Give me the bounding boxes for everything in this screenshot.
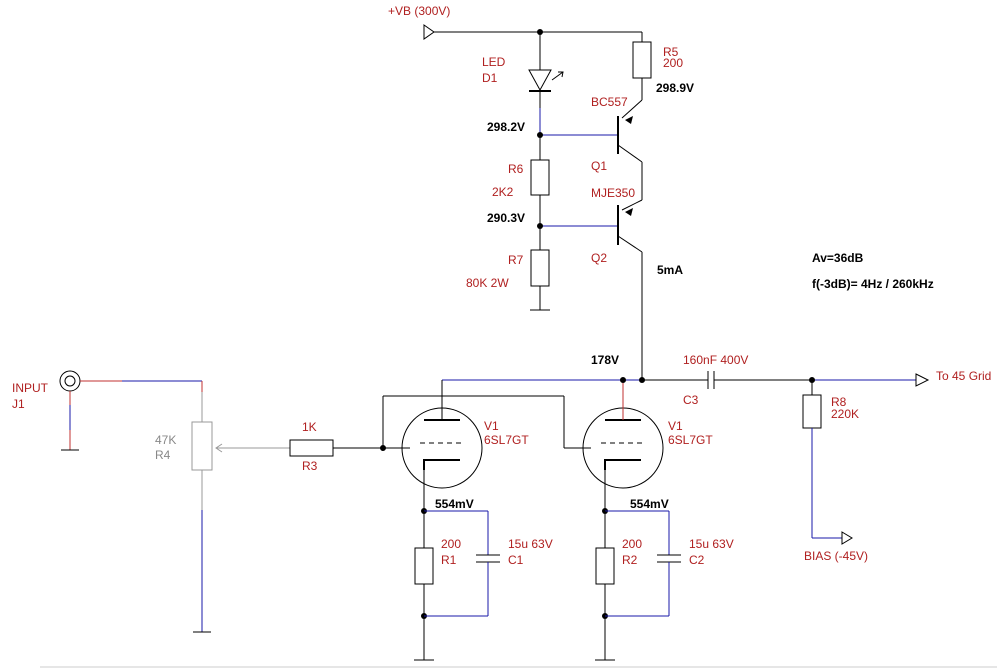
q1-ref-label: Q1: [591, 159, 607, 173]
r2-ref-label: R2: [622, 553, 638, 567]
led-voltage-label: 298.2V: [487, 120, 525, 134]
led-d1: LED D1: [482, 32, 564, 135]
q2-part-label: MJE350: [591, 186, 635, 200]
v1a-ref-label: V1: [484, 419, 499, 433]
transistor-q2: MJE350 Q2 5mA: [540, 186, 683, 380]
c1-ref-label: C1: [508, 553, 524, 567]
resistor-r3: 1K R3: [289, 420, 386, 473]
v1a-part-label: 6SL7GT: [484, 433, 529, 447]
r5-ref-label: R5: [663, 45, 679, 59]
input-label: INPUT: [12, 381, 49, 395]
supply-port-icon: [423, 24, 435, 40]
r1-value-label: 200: [441, 537, 461, 551]
bias-port-icon: [841, 531, 853, 545]
r2-value-label: 200: [622, 537, 642, 551]
resistor-r8: R8 220K BIAS (-45V): [802, 380, 868, 563]
resistor-r6: R6 2K2: [492, 135, 550, 229]
led-ref-label: D1: [482, 71, 498, 85]
supply-label: +VB (300V): [388, 4, 450, 18]
q2-ref-label: Q2: [591, 251, 607, 265]
bandwidth-spec: f(-3dB)= 4Hz / 260kHz: [812, 277, 934, 291]
transistor-q1: BC557 Q1: [537, 95, 643, 173]
r1-ref-label: R1: [441, 553, 457, 567]
c2-value-label: 15u 63V: [689, 537, 734, 551]
led-icon: [528, 69, 552, 92]
r8-value-label: 220K: [831, 407, 859, 421]
potentiometer-r4: 47K R4: [155, 381, 290, 633]
capacitor-c3: 160nF 400V C3 To 45 Grid: [642, 353, 991, 407]
r8-ref-label: R8: [831, 395, 847, 409]
r6-voltage-label: 290.3V: [487, 211, 525, 225]
q2-emitter-arrow-icon: [625, 208, 633, 216]
plate-node: 178V: [441, 353, 645, 420]
r3-ref-label: R3: [302, 459, 318, 473]
input-jack-j1: INPUT J1: [12, 370, 202, 451]
supply-rail: +VB (300V): [388, 4, 642, 40]
c1-value-label: 15u 63V: [508, 537, 553, 551]
ccs-current-label: 5mA: [657, 263, 683, 277]
v1b-ref-label: V1: [668, 419, 683, 433]
cathode-network-2: 554mV 200 R2 15u 63V C2: [595, 470, 734, 661]
cathode2-voltage-label: 554mV: [630, 497, 669, 511]
r7-value-label: 80K 2W: [466, 276, 509, 290]
triode-v1a: V1 6SL7GT: [382, 395, 564, 489]
cathode-network-1: 554mV 200 R1 15u 63V C1: [414, 470, 553, 661]
c2-ref-label: C2: [689, 553, 705, 567]
gain-spec: Av=36dB: [812, 251, 864, 265]
resistor-r5: R5 200 298.9V: [621, 32, 694, 119]
input-ref-label: J1: [12, 397, 25, 411]
output-label: To 45 Grid: [936, 369, 991, 383]
r5-value-label: 200: [663, 56, 683, 70]
r6-ref-label: R6: [508, 162, 524, 176]
cathode1-voltage-label: 554mV: [435, 497, 474, 511]
r7-ref-label: R7: [508, 253, 524, 267]
c3-value-label: 160nF 400V: [683, 353, 748, 367]
v1b-part-label: 6SL7GT: [668, 433, 713, 447]
q1-part-label: BC557: [591, 95, 628, 109]
q1-emitter-arrow-icon: [625, 116, 633, 124]
r3-value-label: 1K: [302, 420, 317, 434]
r4-value-label: 47K: [155, 433, 176, 447]
c3-ref-label: C3: [683, 393, 699, 407]
led-type-label: LED: [482, 55, 506, 69]
r4-ref-label: R4: [155, 448, 171, 462]
resistor-r7: R7 80K 2W: [466, 226, 550, 311]
r5-voltage-label: 298.9V: [656, 81, 694, 95]
bias-label: BIAS (-45V): [804, 549, 868, 563]
triode-v1b: V1 6SL7GT: [563, 396, 713, 489]
r6-value-label: 2K2: [492, 185, 514, 199]
plate-voltage-label: 178V: [591, 353, 619, 367]
output-port-icon: [915, 373, 930, 387]
